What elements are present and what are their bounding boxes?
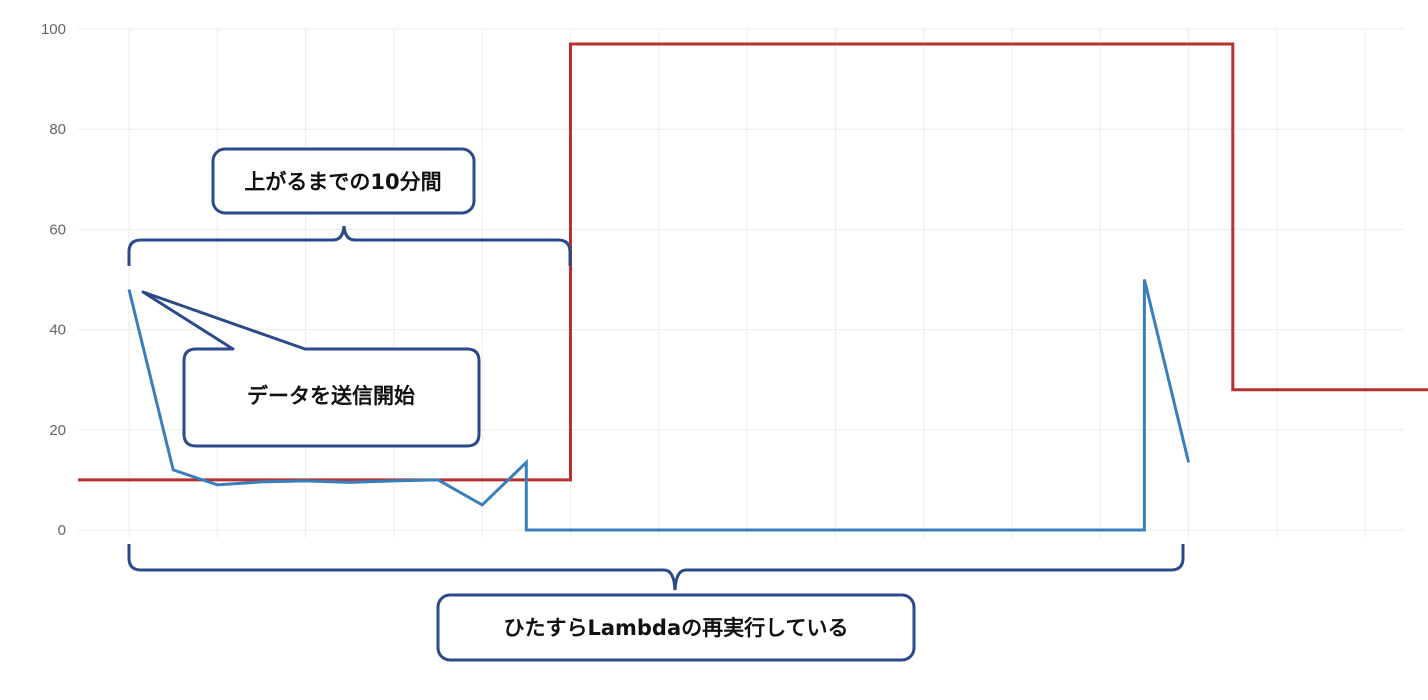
upper-callout-text: 上がるまでの10分間 [244,170,441,194]
y-tick-label: 60 [49,221,66,238]
series-layer [78,42,1428,532]
bottom-callout-text: ひたすらLambdaの再実行している [503,616,848,640]
upper-callout-box [211,147,476,215]
start-callout-text: データを送信開始 [247,384,415,408]
y-tick-label: 80 [49,121,66,138]
grid-lines [78,28,1404,538]
series-line-1 [78,42,1428,482]
y-tick-label: 40 [49,322,66,339]
y-axis-ticks: 0 20 40 60 80 100 [41,21,66,539]
upper-brace [127,225,572,266]
y-tick-label: 20 [49,422,66,439]
series-line-2 [127,279,1191,532]
start-callout-box [141,290,481,448]
bottom-callout-box [436,593,916,662]
y-tick-label: 0 [58,522,66,539]
lower-brace [127,544,1185,591]
y-tick-label: 100 [41,21,66,38]
